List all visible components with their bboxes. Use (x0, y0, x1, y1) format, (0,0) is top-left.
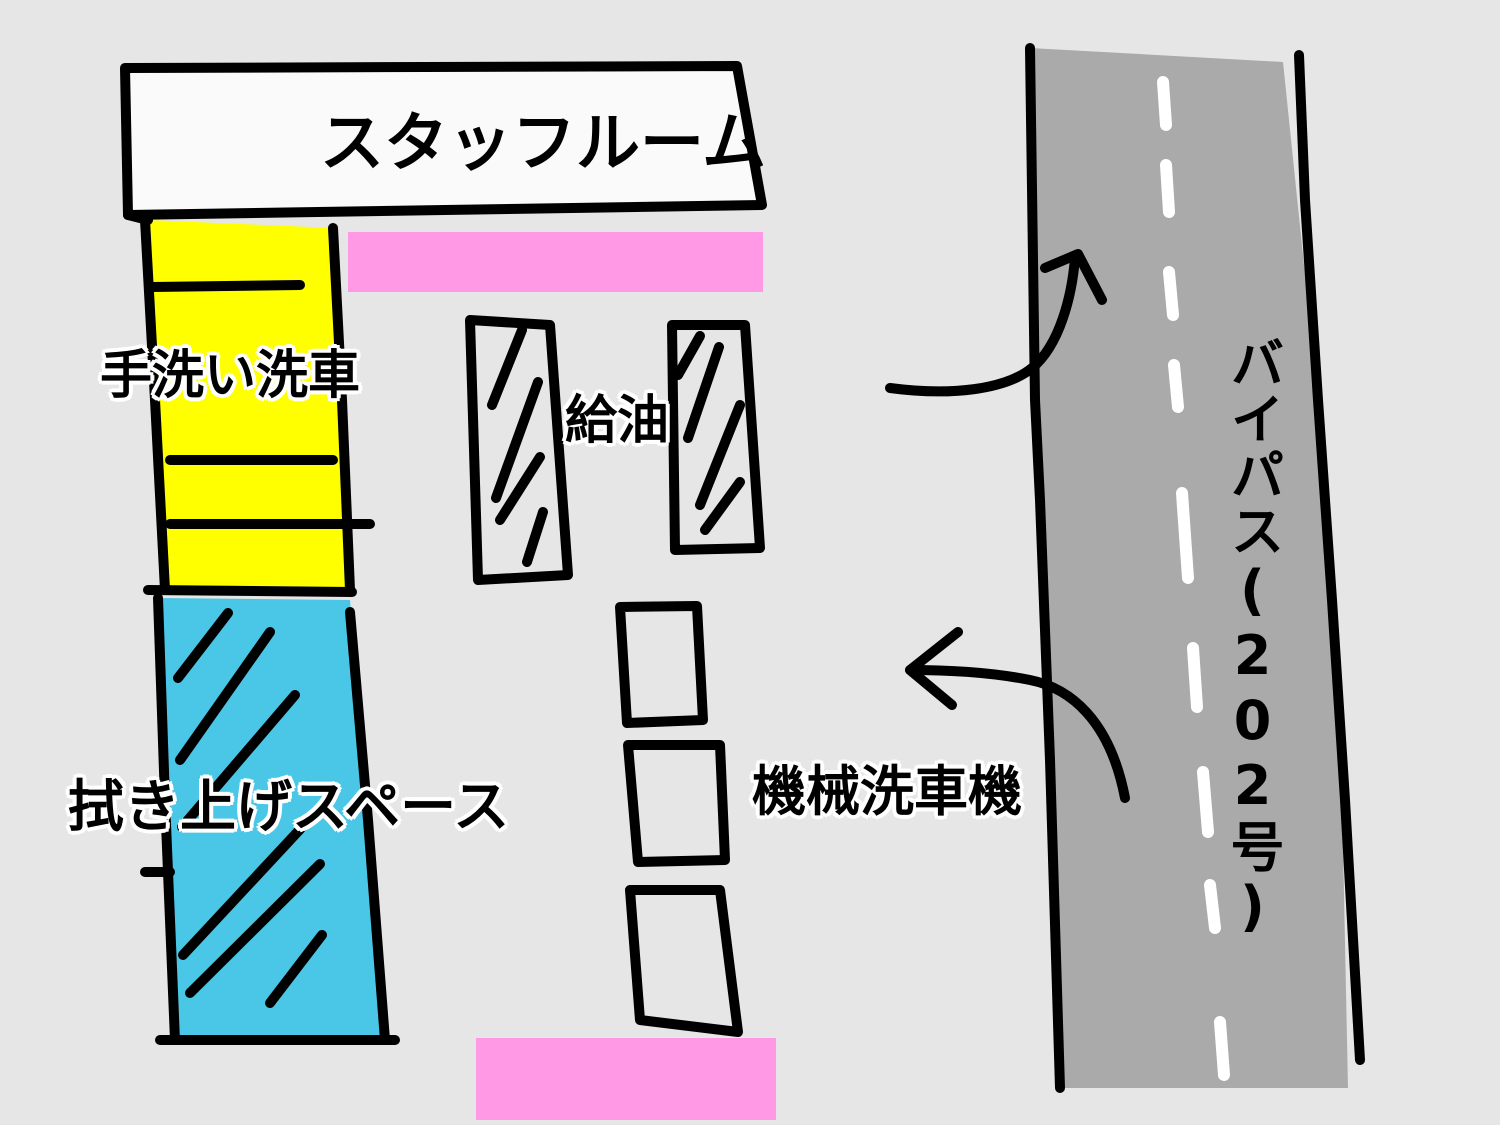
fuel-island-right (667, 320, 765, 555)
arrow-up-icon (885, 249, 1107, 397)
bypass-label: バイパス(202号) (1221, 335, 1284, 940)
wipe-space-label: 拭き上げスペース (68, 775, 510, 840)
wipe-space-hatching (173, 608, 327, 1008)
refuel-label: 給油 (565, 391, 670, 451)
hand-wash-label: 手洗い洗車 (100, 346, 361, 406)
staff-room-label: スタッフルーム (320, 107, 767, 181)
hand-wash-outline (123, 210, 375, 597)
car-wash-machine (615, 601, 743, 1037)
fuel-island-left (465, 315, 573, 585)
entrance-marker-top (348, 232, 763, 292)
hand-wash-area (148, 220, 348, 590)
entrance-marker-bottom (476, 1038, 776, 1120)
car-wash-machine-label: 機械洗車機 (752, 760, 1022, 823)
road-right-edge (1294, 50, 1365, 1065)
staff-room (120, 61, 767, 220)
lane-center-dashes (1157, 76, 1230, 1081)
road-left-edge (1025, 43, 1065, 1093)
arrow-left-icon (905, 627, 1130, 803)
wipe-space-outline (140, 593, 400, 1045)
